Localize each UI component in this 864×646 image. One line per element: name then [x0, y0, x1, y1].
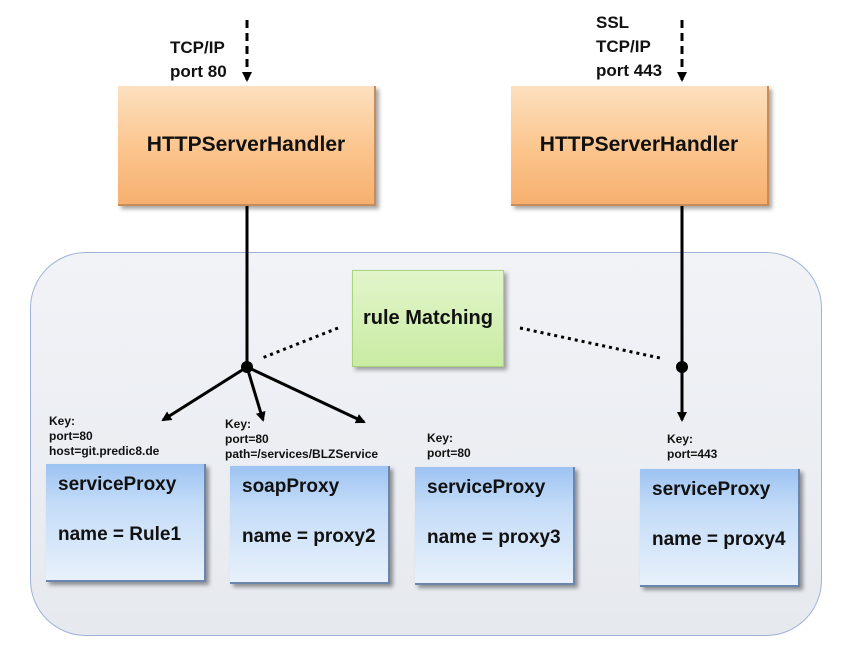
- proxy3-name: name = proxy3: [427, 527, 561, 548]
- left-input-protocol: TCP/IP: [170, 38, 225, 57]
- proxy1-key: Key: port=80 host=git.predic8.de: [49, 414, 159, 459]
- proxy2-name: name = proxy2: [242, 526, 376, 547]
- service-proxy-proxy3: serviceProxy name = proxy3: [415, 467, 575, 585]
- handler-right-label: HTTPServerHandler: [539, 133, 739, 156]
- rule-matching-box: rule Matching: [352, 270, 504, 367]
- proxy3-key: Key: port=80: [427, 431, 471, 461]
- left-input-label: TCP/IP port 80: [170, 36, 227, 84]
- proxy4-key: Key: port=443: [667, 432, 717, 462]
- proxy1-type: serviceProxy: [58, 474, 177, 495]
- proxy1-name: name = Rule1: [58, 524, 182, 545]
- rule-link-right: [519, 326, 661, 360]
- rule-matching-label: rule Matching: [362, 307, 493, 329]
- proxy1-key-title: Key:: [49, 414, 76, 428]
- left-input-port: port 80: [170, 62, 227, 81]
- service-proxy-proxy4: serviceProxy name = proxy4: [640, 469, 800, 587]
- right-input-port: port 443: [596, 61, 663, 80]
- proxy2-key-path: path=/services/BLZService: [225, 447, 379, 461]
- http-server-handler-right: HTTPServerHandler: [511, 86, 769, 206]
- soap-proxy-proxy2: soapProxy name = proxy2: [230, 466, 390, 584]
- proxy4-name: name = proxy4: [652, 529, 786, 550]
- rule-link-left: [261, 326, 339, 360]
- proxy4-key-title: Key:: [667, 432, 694, 446]
- right-input-protocol: TCP/IP: [596, 37, 651, 56]
- service-proxy-rule1: serviceProxy name = Rule1: [46, 464, 206, 582]
- proxy1-key-port: port=80: [49, 429, 93, 443]
- proxy2-key-title: Key:: [225, 417, 252, 431]
- proxy1-key-host: host=git.predic8.de: [49, 444, 160, 458]
- proxy3-key-title: Key:: [427, 431, 454, 445]
- arrow-to-proxy3: [246, 365, 366, 424]
- proxy4-type: serviceProxy: [652, 479, 771, 500]
- right-input-ssl: SSL: [596, 13, 630, 32]
- proxy3-key-port: port=80: [427, 446, 471, 460]
- handler-left-label: HTTPServerHandler: [146, 133, 346, 156]
- arrow-to-proxy2: [245, 366, 266, 422]
- proxy2-key: Key: port=80 path=/services/BLZService: [225, 417, 378, 462]
- http-server-handler-left: HTTPServerHandler: [118, 86, 376, 206]
- right-input-label: SSL TCP/IP port 443: [596, 11, 662, 83]
- proxy2-type: soapProxy: [242, 476, 340, 497]
- proxy2-key-port: port=80: [225, 432, 269, 446]
- proxy3-type: serviceProxy: [427, 477, 546, 498]
- proxy4-key-port: port=443: [667, 447, 718, 461]
- arrow-to-proxy1: [161, 365, 248, 422]
